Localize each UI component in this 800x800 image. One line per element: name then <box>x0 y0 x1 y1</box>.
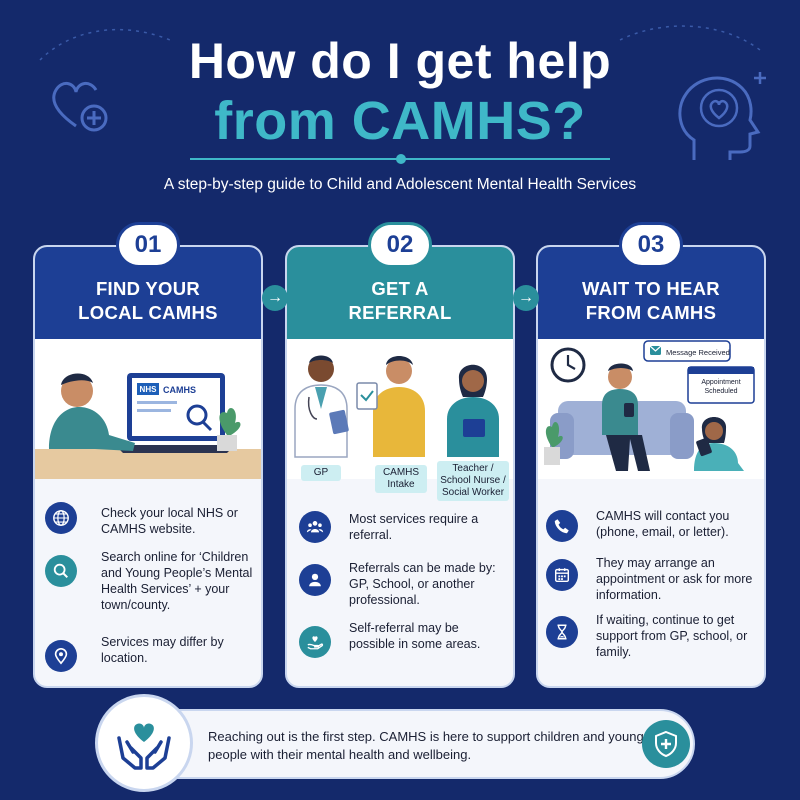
illustration-person-laptop: NHS CAMHS <box>35 339 261 479</box>
banner-message: Reaching out is the first step. CAMHS is… <box>208 729 644 762</box>
step-3-title: WAIT TO HEAR FROM CAMHS <box>538 247 764 339</box>
step-2-title: GET A REFERRAL <box>287 247 513 339</box>
illustration-referral-people <box>287 339 513 479</box>
step-1-item-3-text: Services may differ by location. <box>101 635 224 665</box>
phone-icon <box>546 510 578 542</box>
step-card-get-referral: GET A REFERRAL GP CAMHS Intake Teacher /… <box>285 245 515 688</box>
step-card-find-local-camhs: FIND YOUR LOCAL CAMHS NHS CAMHS Check yo… <box>33 245 263 688</box>
step-3-number: 03 <box>619 222 683 268</box>
location-pin-icon <box>45 640 77 672</box>
step-card-wait-to-hear: WAIT TO HEAR FROM CAMHS Message Received <box>536 245 766 688</box>
step-1-item-2-text: Search online for ‘Children and Young Pe… <box>101 550 253 612</box>
group-icon <box>299 511 331 543</box>
hands-heart-icon <box>95 694 193 792</box>
step-3-item-3-text: If waiting, continue to get support from… <box>596 613 748 659</box>
subtitle: A step-by-step guide to Child and Adoles… <box>163 176 637 193</box>
person-icon <box>299 564 331 596</box>
step-2-item-2-text: Referrals can be made by: GP, School, or… <box>349 561 496 607</box>
message-received-label: Message Received <box>666 348 730 357</box>
step-2-item-1-text: Most services require a referral. <box>349 512 479 542</box>
step-3-item-1-text: CAMHS will contact you (phone, email, or… <box>596 509 730 539</box>
page-title: How do I get help from CAMHS? <box>0 32 800 152</box>
step-1-item-1-text: Check your local NHS or CAMHS website. <box>101 506 238 536</box>
label-camhs-intake: CAMHS Intake <box>375 465 427 493</box>
arrow-right-icon: → <box>513 285 539 311</box>
appointment-label-line2: Scheduled <box>704 388 737 395</box>
step-2-item-3-text: Self-referral may be possible in some ar… <box>349 621 481 651</box>
search-icon <box>45 555 77 587</box>
step-2-number: 02 <box>368 222 432 268</box>
arrow-right-icon: → <box>262 285 288 311</box>
hourglass-icon <box>546 616 578 648</box>
screen-camhs-label: CAMHS <box>163 385 196 395</box>
step-3-item-2-text: They may arrange an appointment or ask f… <box>596 556 753 602</box>
heart-hand-icon <box>299 626 331 658</box>
illustration-waiting: Message Received Appointment Scheduled <box>538 339 764 479</box>
title-divider-dot <box>396 154 406 164</box>
calendar-icon <box>546 559 578 591</box>
step-1-number: 01 <box>116 222 180 268</box>
title-line-1: How do I get help <box>188 33 612 89</box>
appointment-label-line1: Appointment <box>701 379 740 386</box>
shield-plus-icon <box>642 720 690 768</box>
title-line-2: from CAMHS? <box>214 91 586 151</box>
footer-banner <box>105 709 695 779</box>
label-teacher: Teacher / School Nurse / Social Worker <box>437 461 509 501</box>
label-gp: GP <box>301 465 341 481</box>
screen-nhs-logo: NHS <box>140 385 158 394</box>
globe-icon <box>45 502 77 534</box>
